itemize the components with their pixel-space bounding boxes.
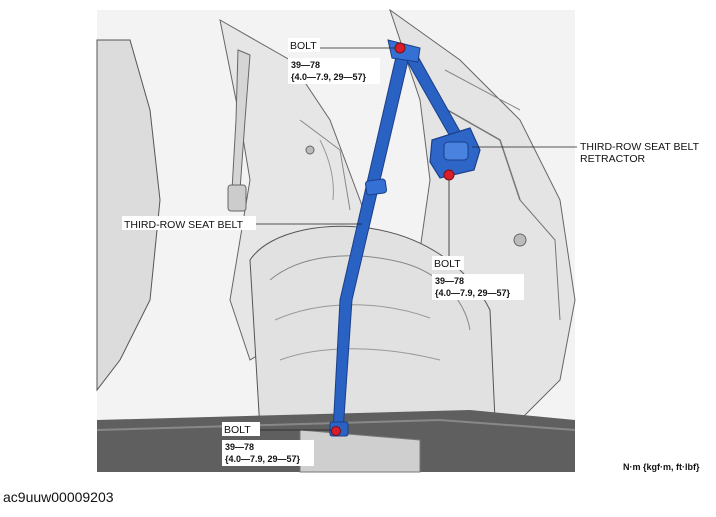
top-bolt-icon — [394, 42, 406, 54]
retractor-bolt-label: BOLT — [434, 258, 461, 270]
callout-retractor: THIRD-ROW SEAT BELT RETRACTOR — [580, 141, 700, 165]
callout-seat-belt: THIRD-ROW SEAT BELT — [122, 216, 256, 231]
units-note: N·m {kgf·m, ft·lbf} — [623, 462, 700, 472]
bottom-bolt-icon — [331, 426, 341, 436]
callout-top-bolt: BOLT 39—78 {4.0—7.9, 29—57} — [288, 38, 380, 84]
retractor-label-line1: THIRD-ROW SEAT BELT — [580, 141, 700, 153]
seat-belt-retractor — [429, 127, 481, 179]
top-bolt-torque-alt: {4.0—7.9, 29—57} — [291, 72, 367, 82]
seat-belt-label: THIRD-ROW SEAT BELT — [124, 219, 244, 231]
top-bolt-torque: 39—78 — [291, 60, 320, 70]
retractor-bolt-icon — [443, 169, 455, 181]
retractor-label-line2: RETRACTOR — [580, 153, 646, 165]
retractor-bolt-torque-alt: {4.0—7.9, 29—57} — [435, 288, 511, 298]
bottom-bolt-torque-alt: {4.0—7.9, 29—57} — [225, 454, 301, 464]
retractor-bolt-torque: 39—78 — [435, 276, 464, 286]
callout-retractor-bolt: BOLT 39—78 {4.0—7.9, 29—57} — [432, 256, 524, 300]
callout-bottom-bolt: BOLT 39—78 {4.0—7.9, 29—57} — [222, 422, 314, 466]
top-bolt-label: BOLT — [290, 40, 317, 52]
leader-lines — [254, 47, 577, 431]
figure-code: ac9uuw00009203 — [3, 489, 114, 505]
bottom-bolt-torque: 39—78 — [225, 442, 254, 452]
bottom-bolt-label: BOLT — [224, 424, 251, 436]
